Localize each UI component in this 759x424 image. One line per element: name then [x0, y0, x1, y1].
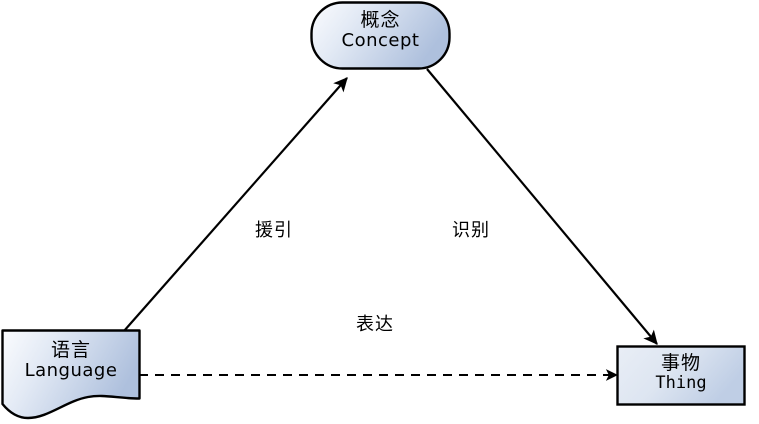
node-language-shape[interactable] — [1, 329, 141, 420]
edge-label-cite: 援引 — [255, 220, 293, 241]
edge-label-express: 表达 — [356, 314, 394, 335]
node-concept-shape[interactable] — [310, 1, 451, 70]
node-thing-shape[interactable] — [616, 345, 746, 406]
edge-cite-line — [123, 77, 348, 332]
edge-label-identify: 识别 — [452, 220, 490, 241]
edge-identify-line — [426, 68, 658, 345]
